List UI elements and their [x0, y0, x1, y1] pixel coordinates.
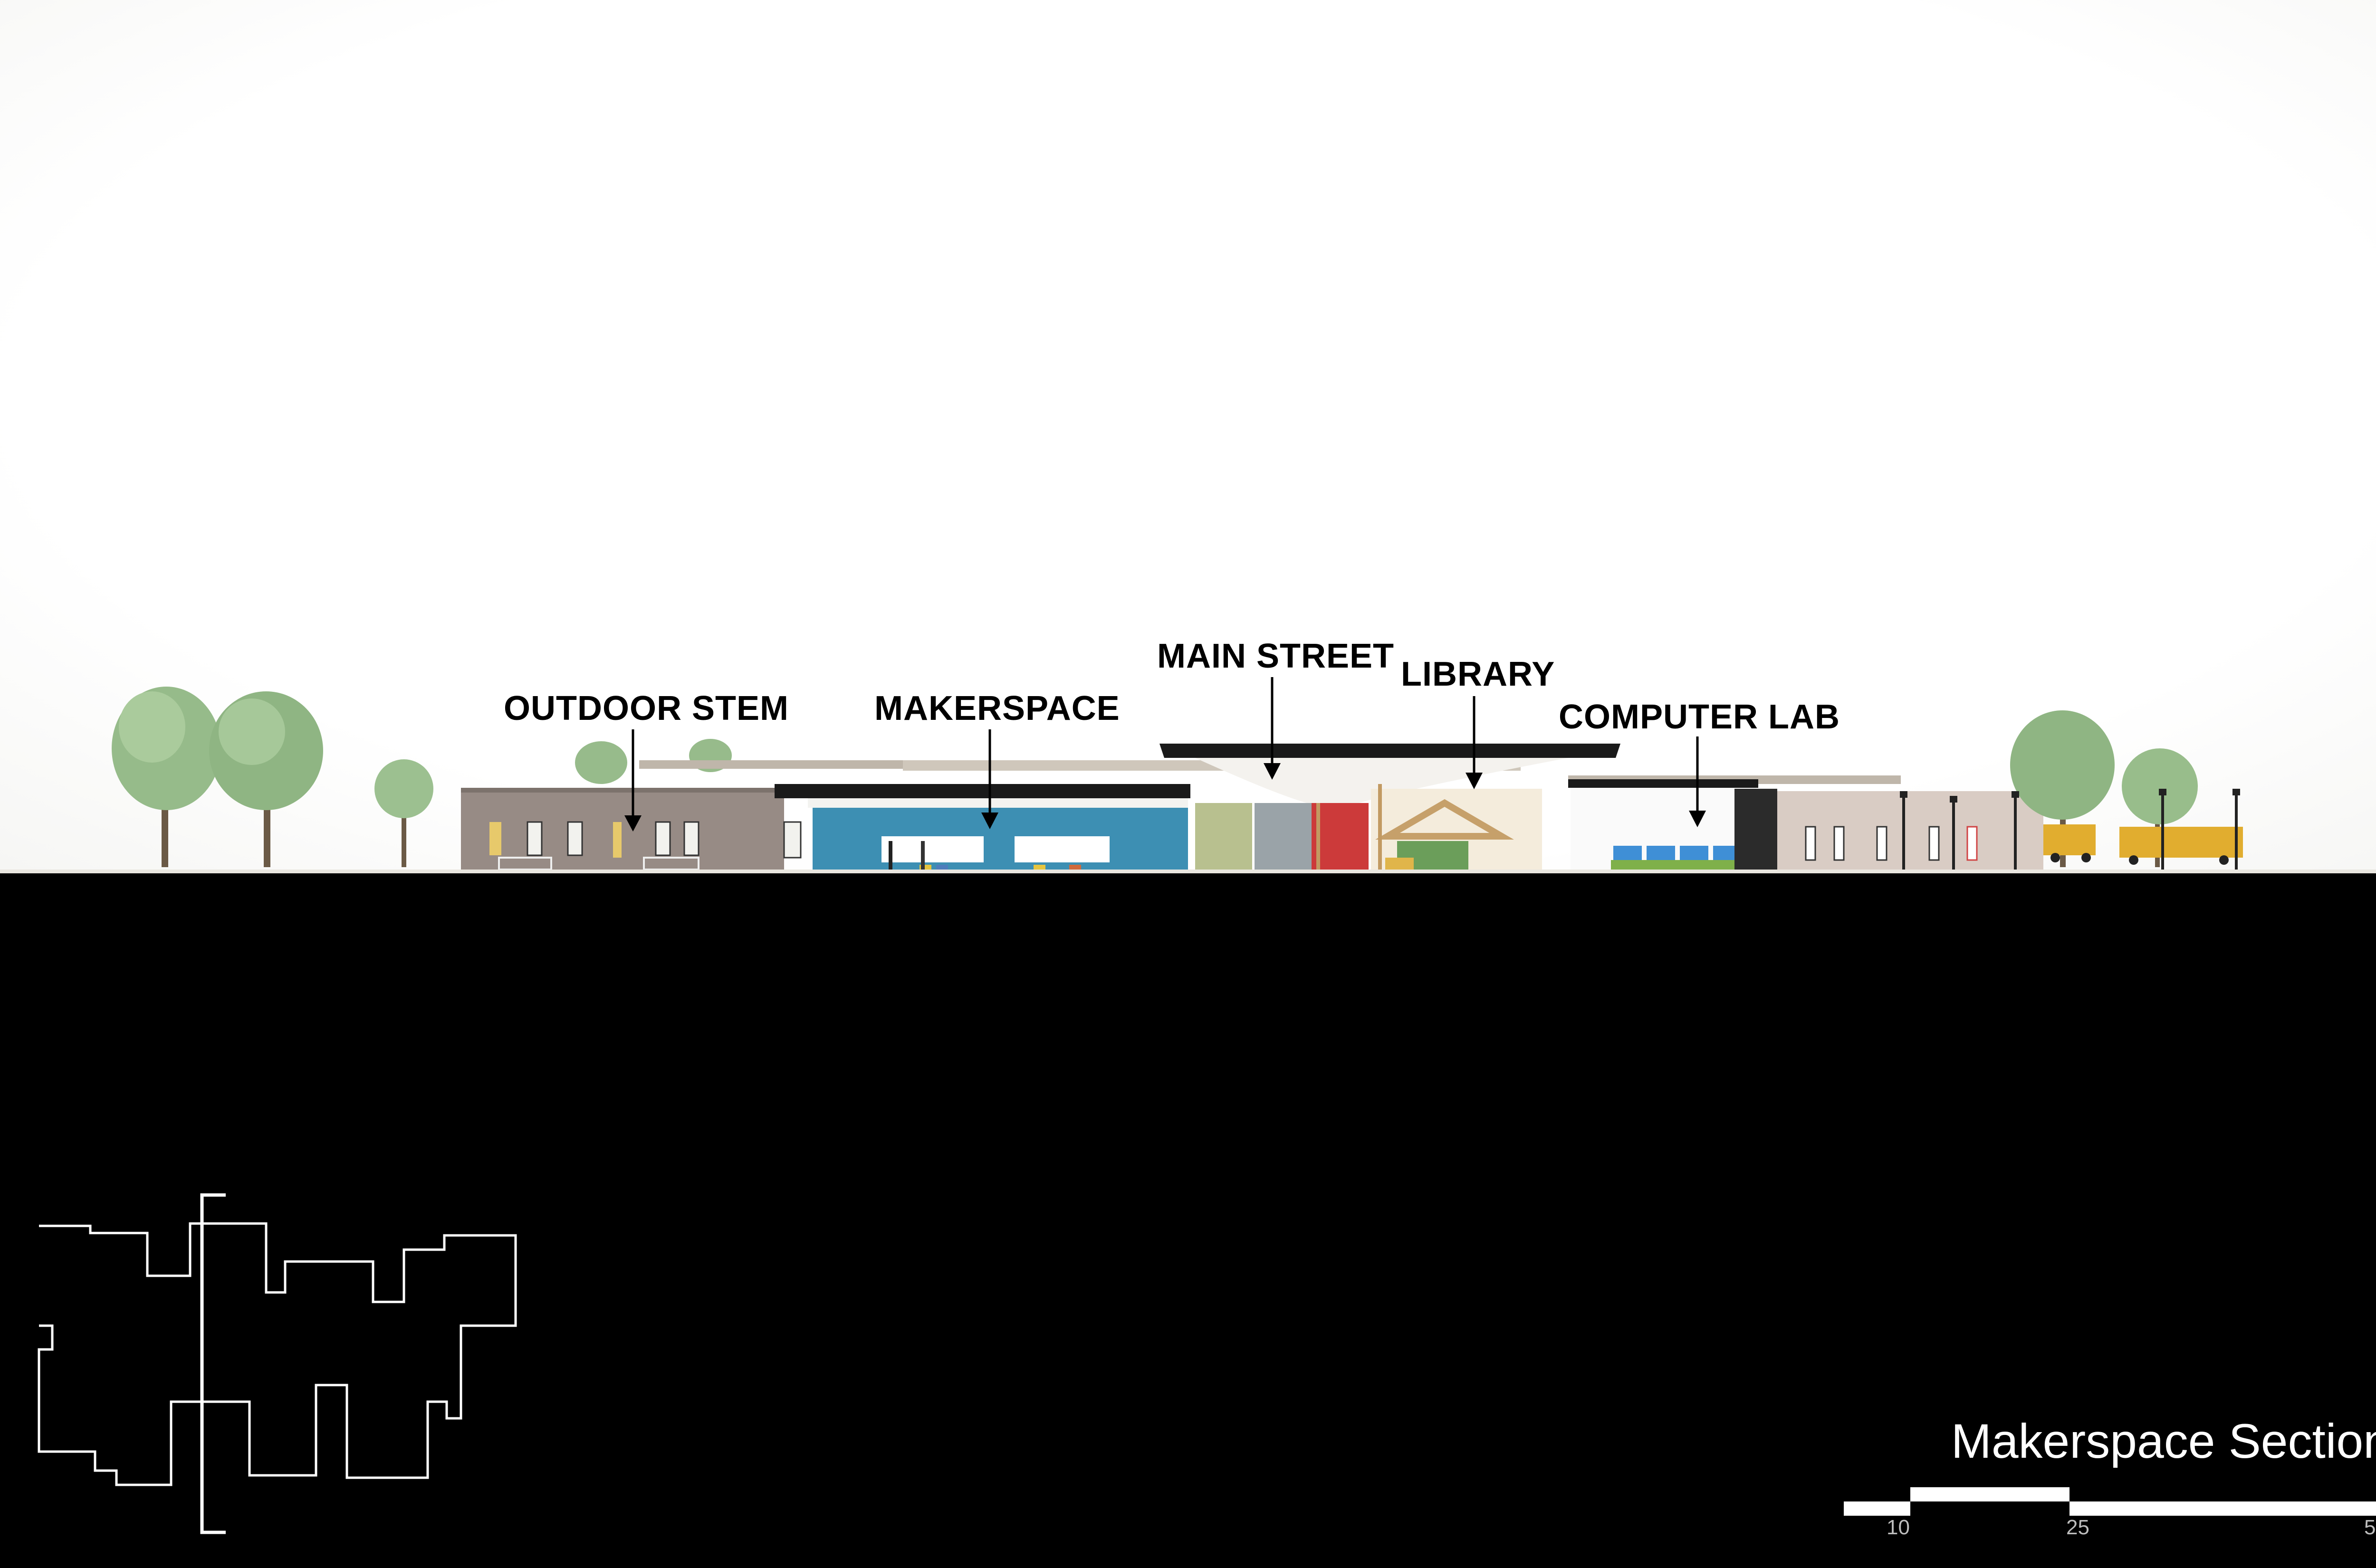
- scale-tick-label: 25: [2066, 1516, 2089, 1539]
- ground-section-fill: [0, 872, 2376, 1568]
- label-computer-lab: COMPUTER LAB: [1559, 698, 1840, 736]
- label-outdoor-stem: OUTDOOR STEM: [504, 689, 789, 727]
- leader-arrows: [624, 677, 1706, 832]
- outdoor-stem-wing: [461, 788, 802, 872]
- arrow-outdoor-stem: [624, 729, 642, 832]
- section-cut-line: [200, 1193, 226, 1534]
- right-wing: [1777, 791, 2043, 872]
- sky-background: [0, 0, 2376, 872]
- school-bus: [2043, 824, 2096, 862]
- scale-bar: [1844, 1487, 2376, 1516]
- ground-line: [0, 870, 2376, 873]
- background-roof: [639, 760, 986, 769]
- label-library: LIBRARY: [1401, 655, 1555, 693]
- scale-tick-label: 10: [1887, 1516, 1910, 1539]
- arrow-library: [1466, 696, 1483, 789]
- school-bus: [2119, 827, 2243, 865]
- arrow-main-street: [1264, 677, 1281, 780]
- tree: [209, 691, 323, 867]
- label-makerspace: MAKERSPACE: [874, 689, 1120, 727]
- trees-left: [112, 687, 732, 867]
- label-main-street: MAIN STREET: [1157, 637, 1395, 675]
- street-lamps: [1900, 789, 2240, 870]
- scale-tick-label: 50: [2364, 1516, 2376, 1539]
- tree: [374, 759, 433, 867]
- key-plan-outline: [38, 1222, 517, 1486]
- arrow-computer-lab: [1689, 736, 1706, 827]
- main-street-canopy: [1159, 744, 1620, 872]
- computer-lab-room: [1568, 779, 1777, 872]
- drawing-title: Makerspace Section: [1951, 1414, 2376, 1468]
- tree: [112, 687, 221, 867]
- trees-right: [2010, 710, 2198, 867]
- makerspace-room: [775, 784, 1190, 872]
- arrow-makerspace: [981, 729, 998, 829]
